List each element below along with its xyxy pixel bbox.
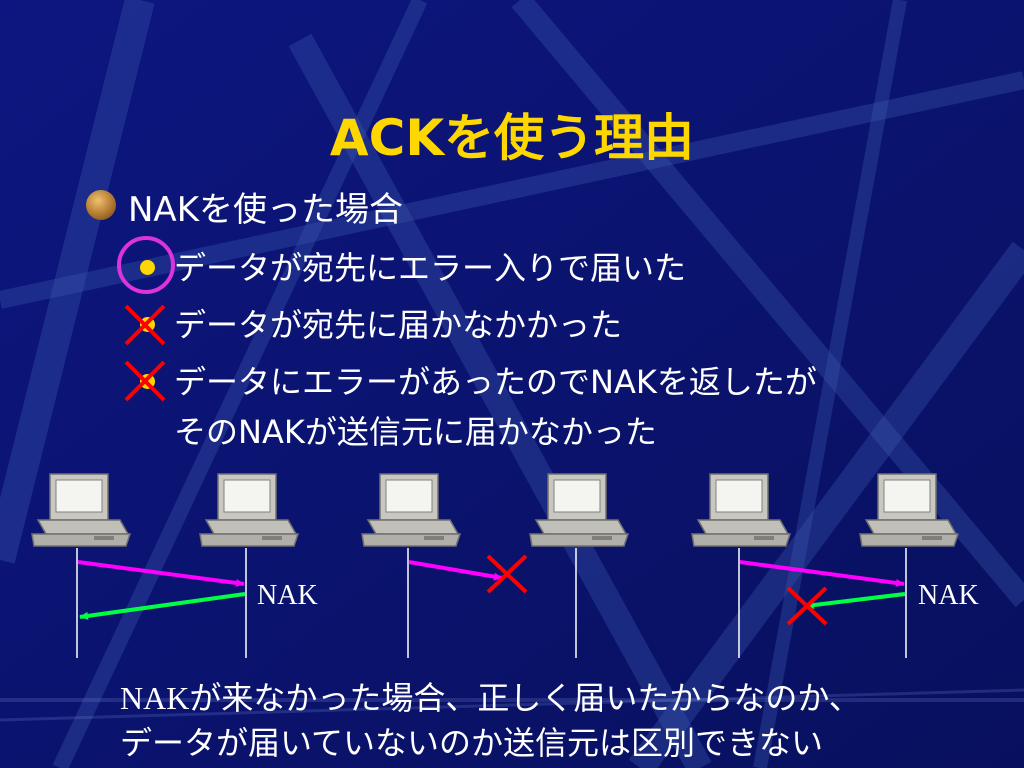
bottom-nak: NAK [120,680,190,716]
sub-item-2: データが宛先に届かなかかった [174,306,623,344]
title-rest: を使う理由 [444,109,695,167]
bullet-ball-icon [86,190,116,220]
nak-label-2: NAK [918,580,979,611]
computer-icon [361,473,461,547]
bottom-line-2: データが届いていないのか送信元は区別できない [120,724,824,762]
bullet-main: NAKを使った場合 [128,190,403,230]
slide-title: ACKを使う理由 [0,98,1024,170]
nak-arrow-3 [805,592,906,610]
cross-mark-icon [124,360,166,402]
data-arrow-2 [408,560,503,581]
circle-mark-icon [117,236,175,294]
computer-icon [31,473,131,547]
computer-icon [529,473,629,547]
title-ack: ACK [329,109,445,167]
sub-item-3: データにエラーがあったのでNAKを返したが [174,363,817,401]
bottom-line-1: NAKが来なかった場合、正しく届いたからなのか、 [120,673,861,719]
cross-mark-icon [786,586,828,626]
sub-item-3-cont: そのNAKが送信元に届かなかった [174,413,657,451]
computer-icon [691,473,791,547]
sub-item-1: データが宛先にエラー入りで届いた [174,249,687,287]
data-arrow-3 [739,560,905,587]
nak-arrow-1 [79,592,246,620]
cross-mark-icon [124,304,166,346]
bottom-line-1-rest: が来なかった場合、正しく届いたからなのか、 [189,679,861,717]
cross-mark-icon [486,554,528,594]
computer-icon [859,473,959,547]
sub-bullet-dot-1 [140,260,155,275]
computer-icon [199,473,299,547]
nak-label-1: NAK [257,580,318,611]
data-arrow-1 [77,560,245,587]
